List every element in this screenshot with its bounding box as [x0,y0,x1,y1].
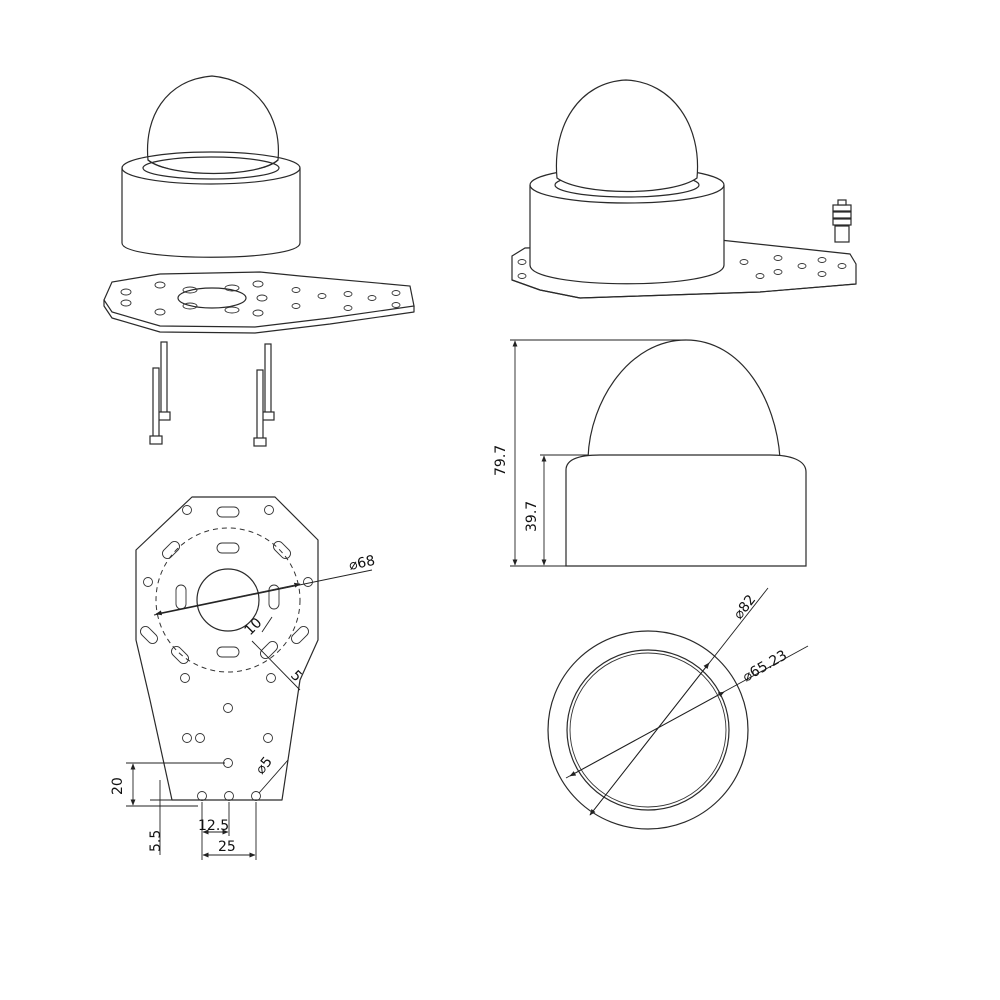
dim-outer-diameter: ⌀82 [731,592,760,623]
dim-base-height: 39.7 [524,501,540,532]
inner-ring [566,649,730,811]
assembled-housing [529,185,725,285]
dim-total-height: 79.7 [493,445,509,476]
plate-top-view: ⌀68 10 5 ⌀5 20 5.5 12.5 25 [110,496,377,860]
exploded-view [103,75,415,447]
dim-vertical-spacing: 20 [110,777,126,795]
dim-slot-width: 5 [287,668,305,686]
dim-half-spacing: 12.5 [198,818,229,834]
cable-gland [832,199,852,243]
dim-inner-diameter: ⌀65.23 [740,647,790,685]
dim-plate-circle: ⌀68 [348,553,377,574]
dim-horizontal-spacing: 25 [218,839,236,855]
outer-ring [547,630,749,830]
dim-edge-offset: 5.5 [148,830,164,852]
elevation-dome [587,339,781,459]
plate-outline [135,496,319,801]
assembled-dome [555,79,699,193]
dim-slot-length: 10 [242,615,266,639]
dome-top-view: ⌀82 ⌀65.23 [547,587,809,830]
side-elevation: 79.7 39.7 [493,339,807,567]
mounting-plate-3d [103,271,415,328]
dome [146,75,280,175]
dim-hole: ⌀5 [253,754,276,778]
housing-cylinder [121,168,301,258]
elevation-base [565,454,807,567]
screws [149,341,275,447]
assembled-view [511,79,857,299]
